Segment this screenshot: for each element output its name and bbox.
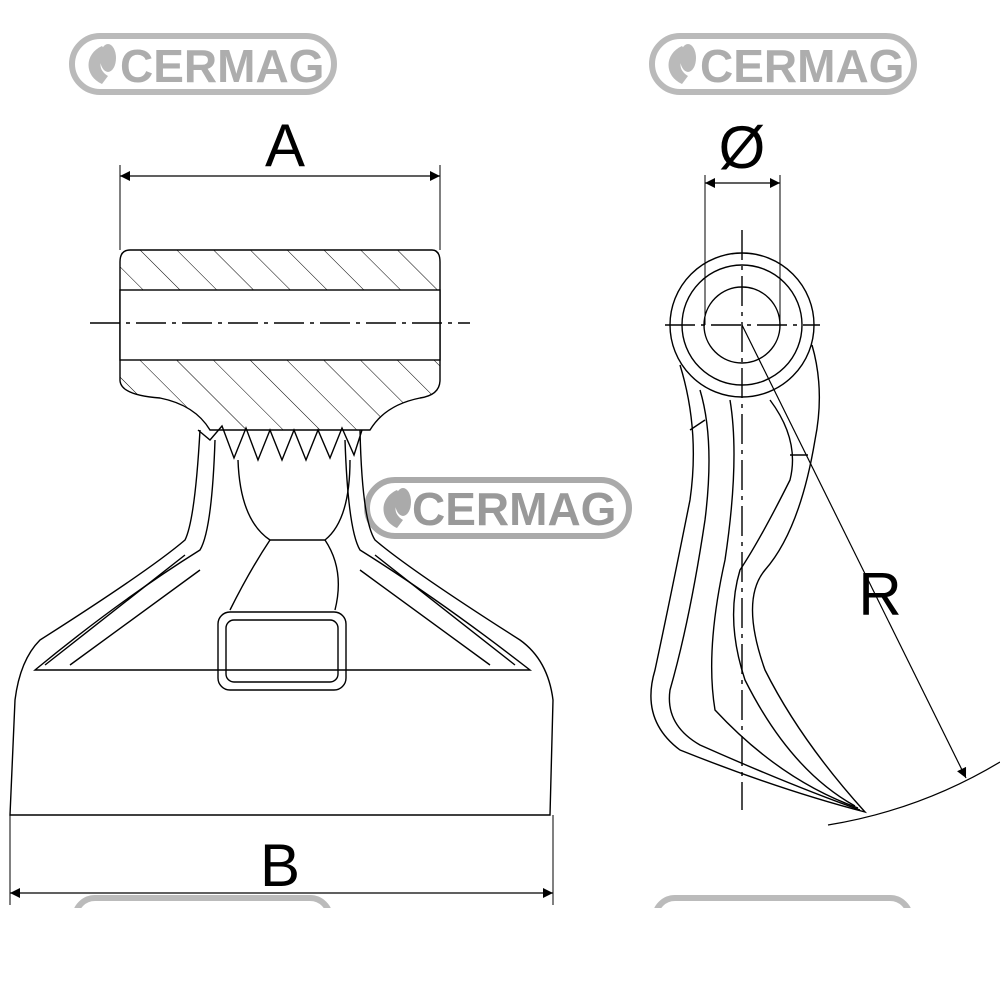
dimension-radius-label: R [858,561,901,628]
svg-text:CERMAG: CERMAG [412,483,616,535]
dimension-b: B [10,832,553,899]
dimension-diameter-label: Ø [719,114,766,181]
flail-side-view [650,230,868,814]
flail-front-view [9,165,554,905]
body-outline [9,429,554,816]
dimension-diameter: Ø [704,114,781,325]
watermark-logo-center: CERMAG [367,480,629,536]
dimension-radius: R [741,324,1000,826]
dimension-b-label: B [260,832,300,899]
watermark-logo-top-left: CERMAG [72,36,334,92]
serrated-neck [197,424,363,462]
svg-text:CERMAG: CERMAG [700,40,904,92]
dimension-a-label: A [265,112,305,179]
watermark-logo-top-right: CERMAG [652,36,914,92]
dimension-a: A [120,112,440,181]
svg-text:CERMAG: CERMAG [120,40,324,92]
